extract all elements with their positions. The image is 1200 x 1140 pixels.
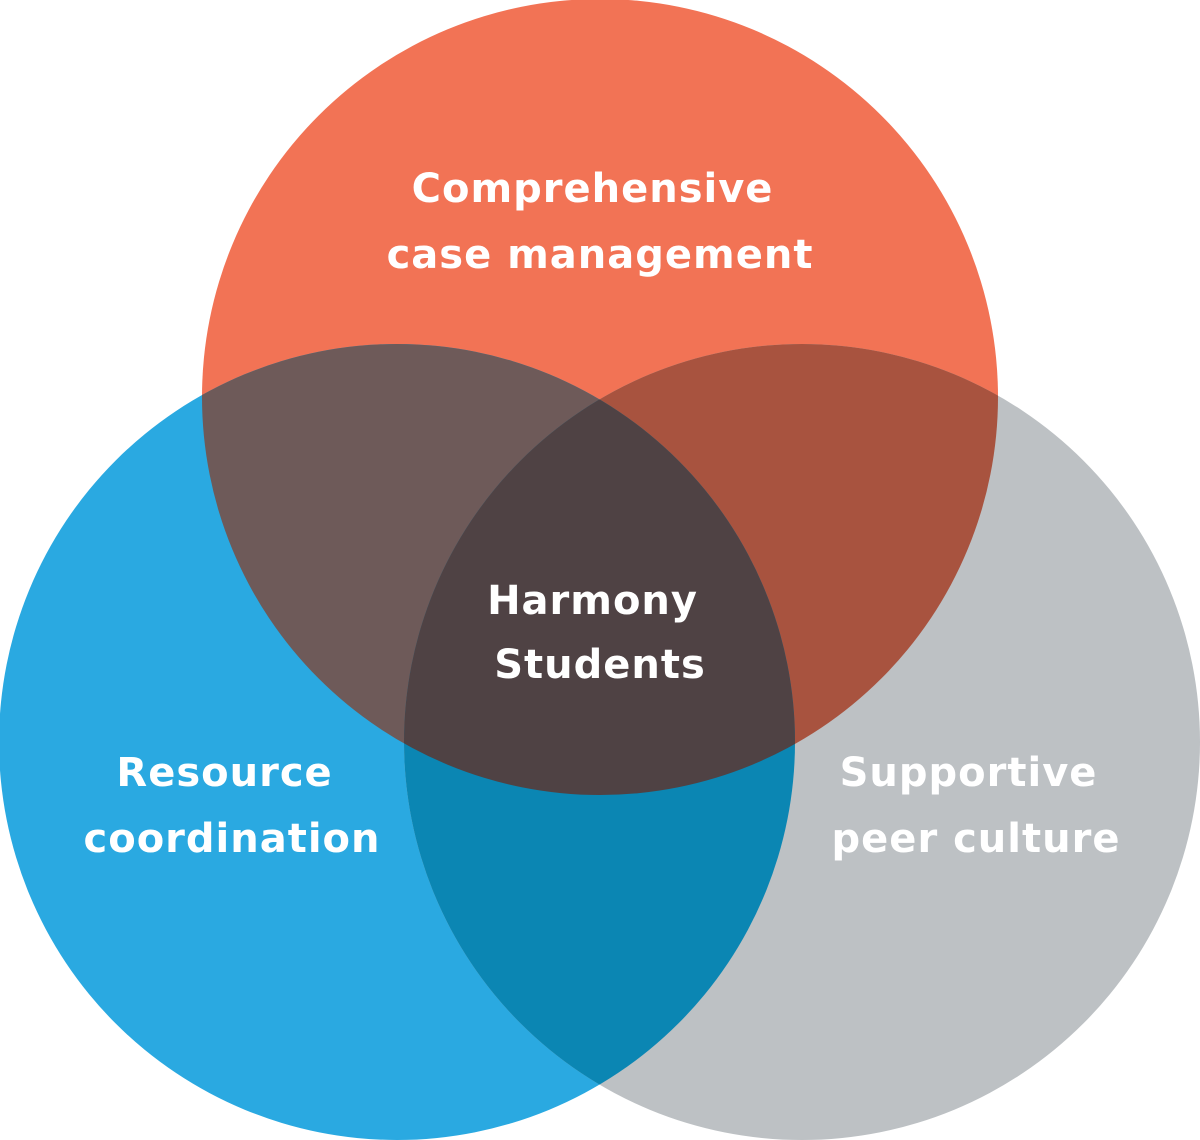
label-center-line-2: Students [494, 642, 706, 688]
label-center-line-1: Harmony [487, 578, 698, 624]
label-right-line-2: peer culture [832, 816, 1121, 862]
label-right-line-1: Supportive [840, 750, 1098, 796]
label-right: Supportive peer culture [832, 750, 1121, 862]
label-top: Comprehensive case management [387, 166, 814, 278]
label-center: Harmony Students [487, 578, 713, 688]
label-left: Resource coordination [84, 750, 381, 862]
overlap-all [404, 344, 795, 795]
label-top-line-1: Comprehensive [412, 166, 774, 212]
label-top-line-2: case management [387, 232, 814, 278]
label-left-line-2: coordination [84, 816, 381, 862]
label-left-line-1: Resource [116, 750, 332, 796]
